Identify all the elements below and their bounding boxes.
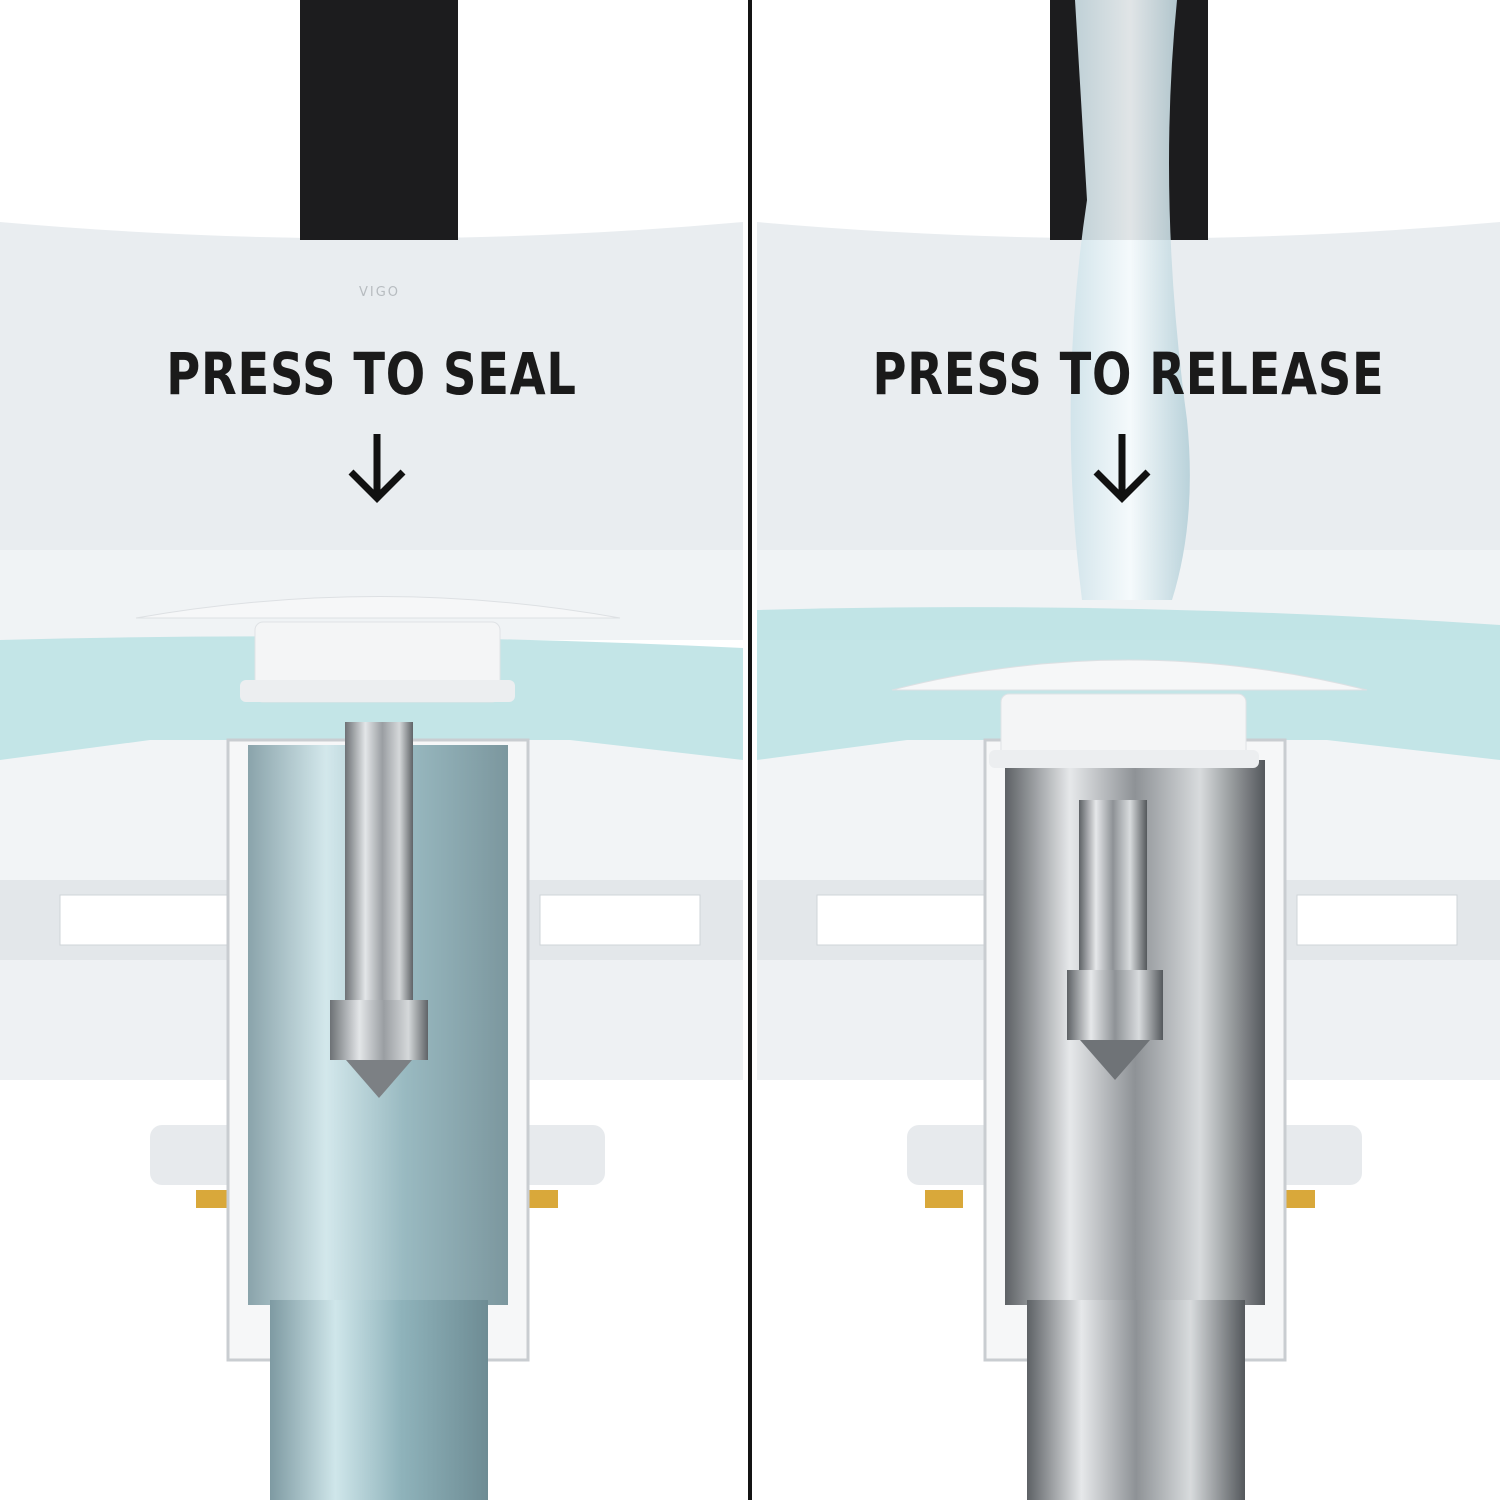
arrow-down-icon	[348, 434, 406, 503]
panel-release: PRESS TO RELEASE	[757, 0, 1500, 1500]
panel-seal: VIGO PRESS TO SEAL	[0, 0, 743, 1500]
arrow-down-icon	[1093, 434, 1151, 503]
caption-press-to-seal: PRESS TO SEAL	[166, 340, 577, 408]
seal-illustration	[0, 0, 743, 1500]
release-illustration	[757, 0, 1500, 1500]
faucet-spout	[300, 0, 458, 240]
water-stream	[1070, 0, 1190, 600]
brand-logo-text: VIGO	[359, 285, 401, 300]
caption-press-to-release: PRESS TO RELEASE	[872, 340, 1385, 408]
panel-divider	[743, 0, 757, 1500]
